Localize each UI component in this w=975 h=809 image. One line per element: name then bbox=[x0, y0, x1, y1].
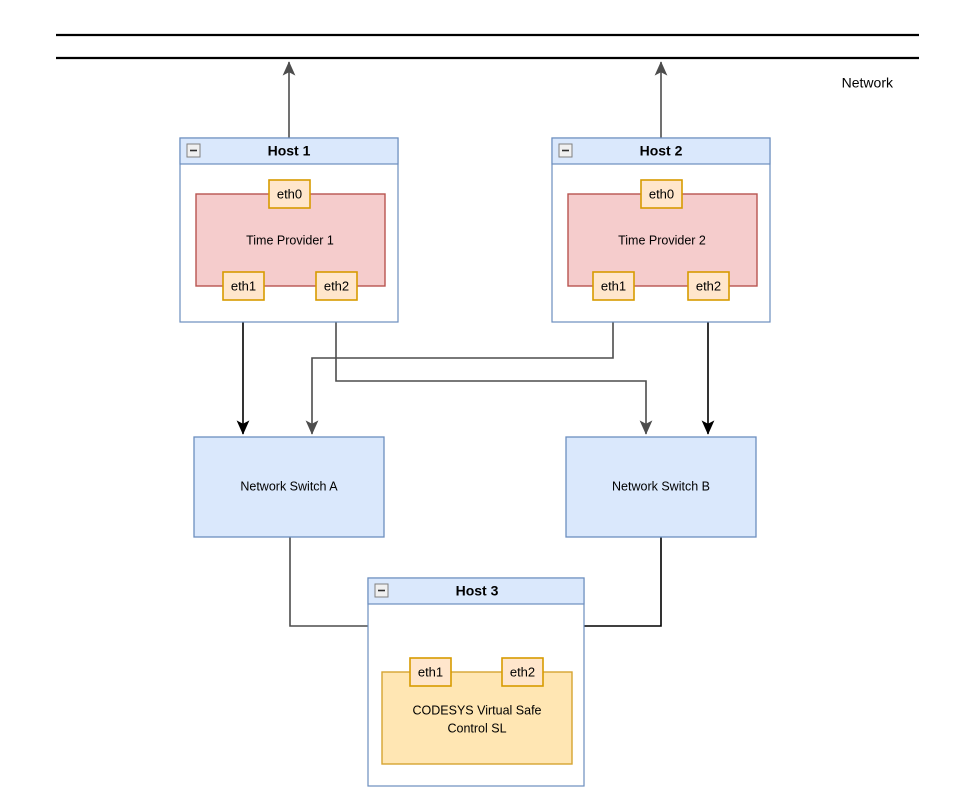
host2-port-eth1[interactable]: eth1 bbox=[592, 271, 635, 301]
host2-time-provider-label: Time Provider 2 bbox=[618, 233, 706, 247]
host3-port-eth2[interactable]: eth2 bbox=[501, 657, 544, 687]
host2-port-eth0[interactable]: eth0 bbox=[640, 179, 683, 209]
host2-port-eth2[interactable]: eth2 bbox=[687, 271, 730, 301]
host3-container[interactable]: Host 3 CODESYS Virtual Safe Control SL e… bbox=[367, 577, 585, 787]
host3-collapse-icon[interactable] bbox=[374, 583, 389, 598]
host3-codesys-box[interactable] bbox=[381, 671, 573, 765]
host2-port-eth1-label: eth1 bbox=[601, 278, 626, 293]
network-switch-b-box[interactable] bbox=[565, 436, 757, 538]
network-bus: Network bbox=[56, 33, 919, 91]
host1-container[interactable]: Host 1 Time Provider 1 eth0 eth1 eth2 bbox=[179, 137, 399, 323]
host1-port-eth0-label: eth0 bbox=[277, 186, 302, 201]
host2-port-eth2-label: eth2 bbox=[696, 278, 721, 293]
network-switch-a[interactable]: Network Switch A bbox=[193, 436, 385, 538]
edge-host1-eth2-to-switch-b bbox=[335, 293, 653, 435]
host2-port-eth0-label: eth0 bbox=[649, 186, 674, 201]
host1-time-provider-label: Time Provider 1 bbox=[246, 233, 334, 247]
network-switch-a-box[interactable] bbox=[193, 436, 385, 538]
host3-codesys-label-line2: Control SL bbox=[447, 721, 506, 735]
host2-header bbox=[551, 137, 771, 165]
host1-collapse-icon[interactable] bbox=[186, 143, 201, 158]
host1-header bbox=[179, 137, 399, 165]
host1-port-eth2-label: eth2 bbox=[324, 278, 349, 293]
host2-title: Host 2 bbox=[640, 143, 683, 159]
host3-header bbox=[367, 577, 585, 605]
host3-codesys-label-line1: CODESYS Virtual Safe bbox=[413, 703, 542, 717]
network-label: Network bbox=[842, 75, 894, 91]
host1-time-provider-box[interactable] bbox=[195, 193, 386, 287]
host3-port-eth2-label: eth2 bbox=[510, 664, 535, 679]
network-switch-b-label: Network Switch B bbox=[612, 479, 710, 493]
host2-collapse-icon[interactable] bbox=[558, 143, 573, 158]
host1-port-eth2[interactable]: eth2 bbox=[315, 271, 358, 301]
host2-container[interactable]: Host 2 Time Provider 2 eth0 eth1 eth2 bbox=[551, 137, 771, 323]
host1-port-eth0[interactable]: eth0 bbox=[268, 179, 311, 209]
network-switch-b[interactable]: Network Switch B bbox=[565, 436, 757, 538]
host1-port-eth1[interactable]: eth1 bbox=[222, 271, 265, 301]
edge-host2-eth1-to-switch-a bbox=[305, 293, 614, 435]
host3-port-eth1-label: eth1 bbox=[418, 664, 443, 679]
host3-port-eth1[interactable]: eth1 bbox=[409, 657, 452, 687]
host1-port-eth1-label: eth1 bbox=[231, 278, 256, 293]
host3-title: Host 3 bbox=[456, 583, 499, 599]
host2-time-provider-box[interactable] bbox=[567, 193, 758, 287]
host1-title: Host 1 bbox=[268, 143, 311, 159]
network-switch-a-label: Network Switch A bbox=[240, 479, 338, 493]
